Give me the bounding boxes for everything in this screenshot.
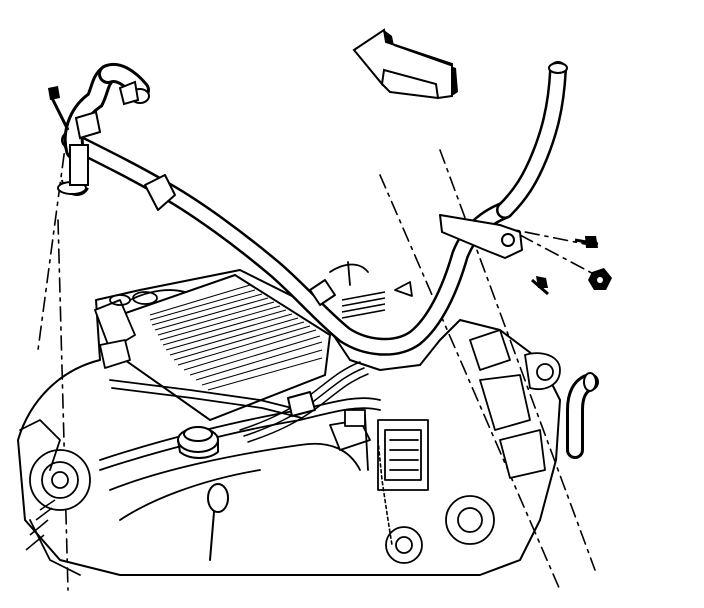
heater-inlet-pipe bbox=[57, 61, 599, 459]
heater-hose-left bbox=[57, 63, 150, 196]
explode-lines bbox=[37, 124, 606, 591]
manifold-ribs bbox=[149, 284, 323, 391]
pipe-bolt-right bbox=[574, 236, 599, 248]
pipe-nut-right bbox=[588, 268, 612, 290]
explode-line-nut-right bbox=[519, 234, 606, 281]
pipe-bracket-right bbox=[439, 214, 523, 259]
heater-hose-right bbox=[566, 372, 599, 459]
manifold-bracket bbox=[329, 261, 413, 297]
oil-filler-cap bbox=[177, 426, 219, 459]
explode-line-right-outer bbox=[439, 149, 596, 571]
dipstick-handle bbox=[207, 483, 229, 561]
pipe-bracket-middle bbox=[309, 279, 336, 306]
explode-line-left-long bbox=[57, 219, 69, 591]
explode-line-right-long bbox=[379, 174, 561, 591]
pipe-bolt-left bbox=[48, 86, 70, 131]
explode-line-bolt-right bbox=[439, 214, 591, 246]
pipe-clip bbox=[144, 174, 316, 417]
engine-intake-manifold bbox=[17, 269, 561, 576]
arrow-left-icon bbox=[352, 28, 458, 100]
pipe-stud-middle bbox=[531, 276, 549, 296]
explode-line-bolt-left bbox=[37, 124, 69, 351]
